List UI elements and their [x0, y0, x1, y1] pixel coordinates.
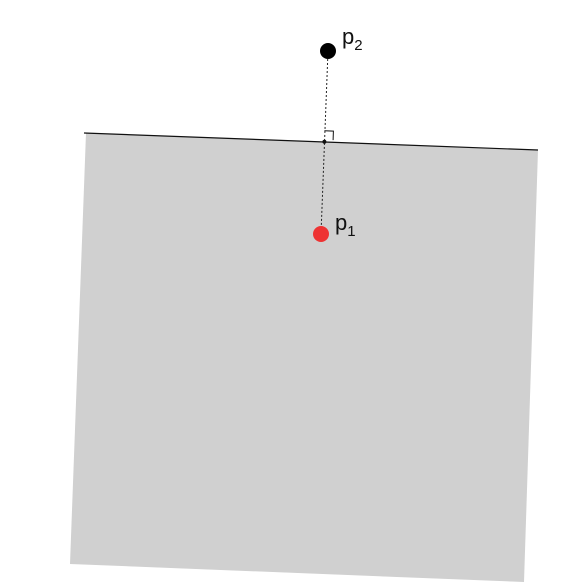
region-square [70, 133, 538, 582]
point-p2-label-base: p [342, 24, 354, 49]
point-p2-label: p2 [342, 24, 363, 54]
point-p1-marker [313, 226, 329, 242]
right-angle-marker [324, 130, 334, 141]
point-p1-label-subscript: 1 [347, 223, 355, 240]
point-p1-label: p1 [335, 210, 356, 240]
projection-dashed-line [320, 50, 329, 235]
point-p1-label-base: p [335, 210, 347, 235]
boundary-edge-line [83, 132, 539, 151]
point-p2-marker [320, 43, 336, 59]
point-p2-label-subscript: 2 [354, 37, 362, 54]
projection-foot-point [322, 139, 327, 144]
